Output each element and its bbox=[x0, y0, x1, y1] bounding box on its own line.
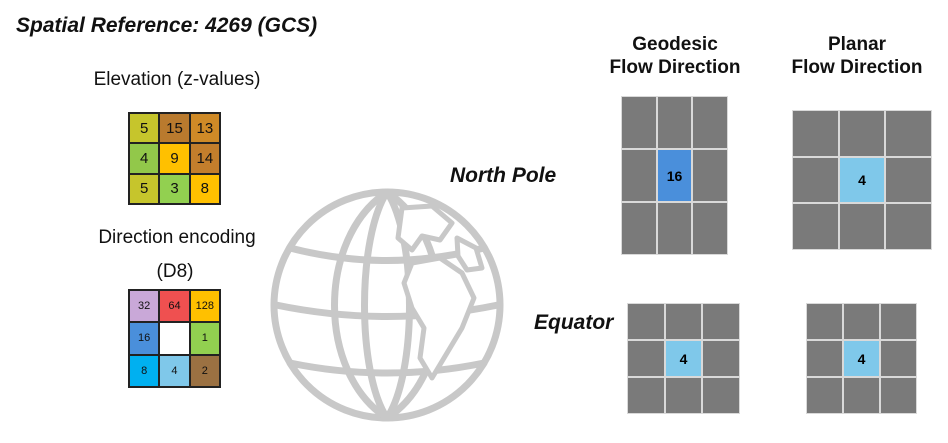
d8-cell: 2 bbox=[189, 354, 220, 387]
flow-grid-cell bbox=[843, 303, 880, 340]
flow-grid-cell bbox=[664, 377, 703, 414]
flow-grid-cell bbox=[627, 340, 665, 377]
flow-direction-center-cell: 4 bbox=[838, 156, 886, 204]
d8-cell: 1 bbox=[189, 322, 220, 355]
flow-grid-cell bbox=[692, 149, 728, 202]
flow-grid-cell bbox=[621, 149, 657, 202]
flow-grid-cell bbox=[885, 203, 932, 250]
flow-grid-cell bbox=[885, 110, 932, 157]
flow-grid-cell bbox=[880, 377, 917, 414]
flow-direction-center-cell: 4 bbox=[664, 340, 703, 377]
flow-grid-cell bbox=[627, 377, 665, 414]
planar-header: Planar Flow Direction bbox=[791, 34, 923, 78]
flow-grid-cell bbox=[792, 156, 839, 204]
flow-grid-cell bbox=[880, 303, 917, 340]
flow-direction-center-cell: 16 bbox=[656, 149, 693, 202]
d8-cell bbox=[159, 322, 190, 355]
d8-cell: 128 bbox=[189, 290, 220, 323]
elevation-cell: 8 bbox=[189, 173, 220, 204]
flow-grid-cell bbox=[806, 340, 843, 377]
flow-grid-cell bbox=[880, 340, 917, 377]
north-pole-label: North Pole bbox=[450, 164, 557, 187]
d8-cell: 4 bbox=[159, 354, 190, 387]
elevation-cell: 3 bbox=[159, 173, 190, 204]
flow-grid-cell bbox=[792, 203, 839, 250]
north-geodesic-grid: 16 bbox=[621, 96, 728, 255]
d8-cell: 64 bbox=[159, 290, 190, 323]
flow-grid-cell bbox=[702, 377, 740, 414]
elevation-cell: 5 bbox=[129, 113, 160, 144]
north-planar-grid: 4 bbox=[792, 110, 932, 250]
flow-grid-cell bbox=[621, 96, 657, 149]
d8-cell: 32 bbox=[129, 290, 160, 323]
flow-grid-cell bbox=[843, 377, 880, 414]
flow-grid-cell bbox=[702, 303, 740, 340]
elevation-cell: 5 bbox=[129, 173, 160, 204]
flow-grid-cell bbox=[806, 377, 843, 414]
elevation-cell: 15 bbox=[159, 113, 190, 144]
equator-label: Equator bbox=[534, 311, 614, 334]
elevation-cell: 14 bbox=[189, 143, 220, 174]
geodesic-header: Geodesic Flow Direction bbox=[609, 34, 741, 78]
globe-icon bbox=[270, 188, 504, 422]
flow-grid-cell bbox=[656, 96, 693, 149]
flow-grid-cell bbox=[806, 303, 843, 340]
elevation-cell: 9 bbox=[159, 143, 190, 174]
flow-grid-cell bbox=[838, 203, 886, 250]
elevation-cell: 13 bbox=[189, 113, 220, 144]
flow-grid-cell bbox=[692, 96, 728, 149]
elevation-cell: 4 bbox=[129, 143, 160, 174]
flow-direction-center-cell: 4 bbox=[843, 340, 880, 377]
d8-label: (D8) bbox=[156, 261, 194, 282]
page-title: Spatial Reference: 4269 (GCS) bbox=[16, 14, 318, 37]
equator-planar-grid: 4 bbox=[806, 303, 917, 414]
flow-grid-cell bbox=[838, 110, 886, 157]
flow-grid-cell bbox=[656, 202, 693, 255]
equator-geodesic-grid: 4 bbox=[627, 303, 740, 414]
flow-grid-cell bbox=[885, 156, 932, 204]
flow-grid-cell bbox=[692, 202, 728, 255]
elevation-label: Elevation (z-values) bbox=[93, 69, 261, 90]
direction-encoding-label: Direction encoding bbox=[98, 227, 256, 248]
d8-cell: 8 bbox=[129, 354, 160, 387]
flow-grid-cell bbox=[621, 202, 657, 255]
d8-cell: 16 bbox=[129, 322, 160, 355]
flow-grid-cell bbox=[792, 110, 839, 157]
flow-grid-cell bbox=[702, 340, 740, 377]
flow-grid-cell bbox=[627, 303, 665, 340]
flow-grid-cell bbox=[664, 303, 703, 340]
